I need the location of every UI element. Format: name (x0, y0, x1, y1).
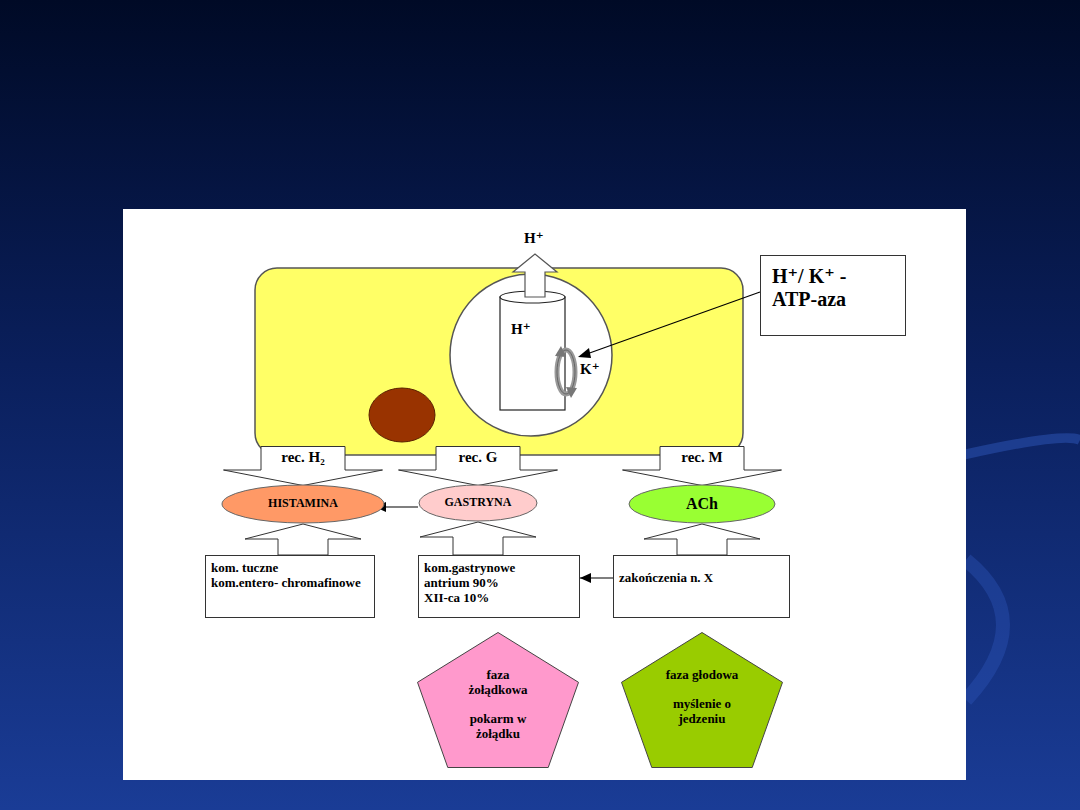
receptor-arrow: rec. H₂ (223, 446, 383, 486)
block-arrow (420, 522, 536, 555)
mediator-ellipse: ACh (628, 484, 776, 524)
node-text: rec. H₂ (281, 449, 324, 466)
connector (420, 522, 536, 555)
proton-arrow (513, 254, 557, 297)
leader-arrowhead (578, 348, 591, 358)
connector (580, 573, 613, 583)
phase-trigger: pokarm w żołądku (458, 712, 538, 742)
phase-trigger: myślenie o jedzeniu (662, 697, 742, 727)
mediator-ellipse-border (419, 485, 537, 521)
receptor-arrow-border (224, 447, 383, 486)
mediator-ellipse: GASTRYNA (418, 484, 538, 522)
receptor-arrow: rec. G (398, 446, 558, 486)
source-box-outline (613, 555, 790, 618)
receptor-arrow-border (399, 447, 558, 486)
node-text: H⁺/ K⁺ -ATP-aza (772, 265, 872, 311)
connector (245, 524, 361, 555)
enzyme-box-border (761, 256, 906, 336)
phase-pentagon-outline (417, 632, 579, 768)
node-text: GASTRYNA (445, 496, 512, 510)
swoosh (966, 560, 1003, 700)
node-text: ACh (686, 495, 718, 513)
node-text: rec. G (459, 449, 498, 466)
ion-label: H⁺ (524, 231, 544, 246)
connector (644, 524, 760, 555)
phase-name: faza żołądkowa (458, 668, 538, 698)
block-arrow (644, 524, 760, 555)
phase-name: faza głodowa (662, 668, 742, 683)
node-text: XII-ca 10% (424, 591, 574, 606)
source-box-border (206, 556, 375, 618)
source-box: zakończenia n. X (613, 555, 790, 618)
pump-rotor (557, 350, 575, 394)
receptor-arrow-border (623, 447, 782, 486)
phase-pentagon: faza żołądkowa pokarm w żołądku (417, 632, 579, 768)
node-text: antrium 90% (424, 576, 574, 591)
node-text: kom.entero- chromafinowe (211, 576, 369, 591)
source-box: kom.gastrynoweantrium 90%XII-ca 10% (418, 555, 580, 618)
ion-label: H⁺ (511, 322, 531, 337)
receptor-arrow: rec. M (622, 446, 782, 486)
mediator-ellipse: HISTAMINA (221, 484, 385, 524)
pump-cylinder (500, 297, 565, 410)
arrowhead (580, 573, 591, 583)
pump-arrowhead (566, 387, 577, 398)
ion-label: K⁺ (580, 362, 600, 377)
leader-line (584, 292, 760, 355)
canaliculus (450, 274, 612, 436)
phase-pentagon: faza głodowa myślenie o jedzeniu (621, 632, 783, 768)
nucleus (369, 388, 435, 442)
source-box: kom. tucznekom.entero- chromafinowe (205, 555, 375, 618)
node-text: kom.gastrynowe (424, 561, 574, 576)
parietal-cell (255, 268, 743, 455)
node-text: kom. tuczne (211, 561, 369, 576)
mediator-ellipse-border (629, 485, 775, 523)
node-text: HISTAMINA (268, 497, 338, 511)
block-arrow (245, 524, 361, 555)
pump-arrowhead (555, 346, 566, 357)
node-text: zakończenia n. X (619, 571, 784, 586)
pump-rotor-edge (557, 350, 575, 394)
mediator-ellipse-border (222, 485, 384, 523)
node-text: rec. M (681, 449, 722, 466)
source-box-border (419, 556, 580, 618)
phase-pentagon-border (418, 633, 579, 768)
enzyme-box: H⁺/ K⁺ -ATP-aza (760, 255, 906, 336)
phase-pentagon-border (622, 633, 783, 768)
source-box-border (614, 556, 790, 618)
